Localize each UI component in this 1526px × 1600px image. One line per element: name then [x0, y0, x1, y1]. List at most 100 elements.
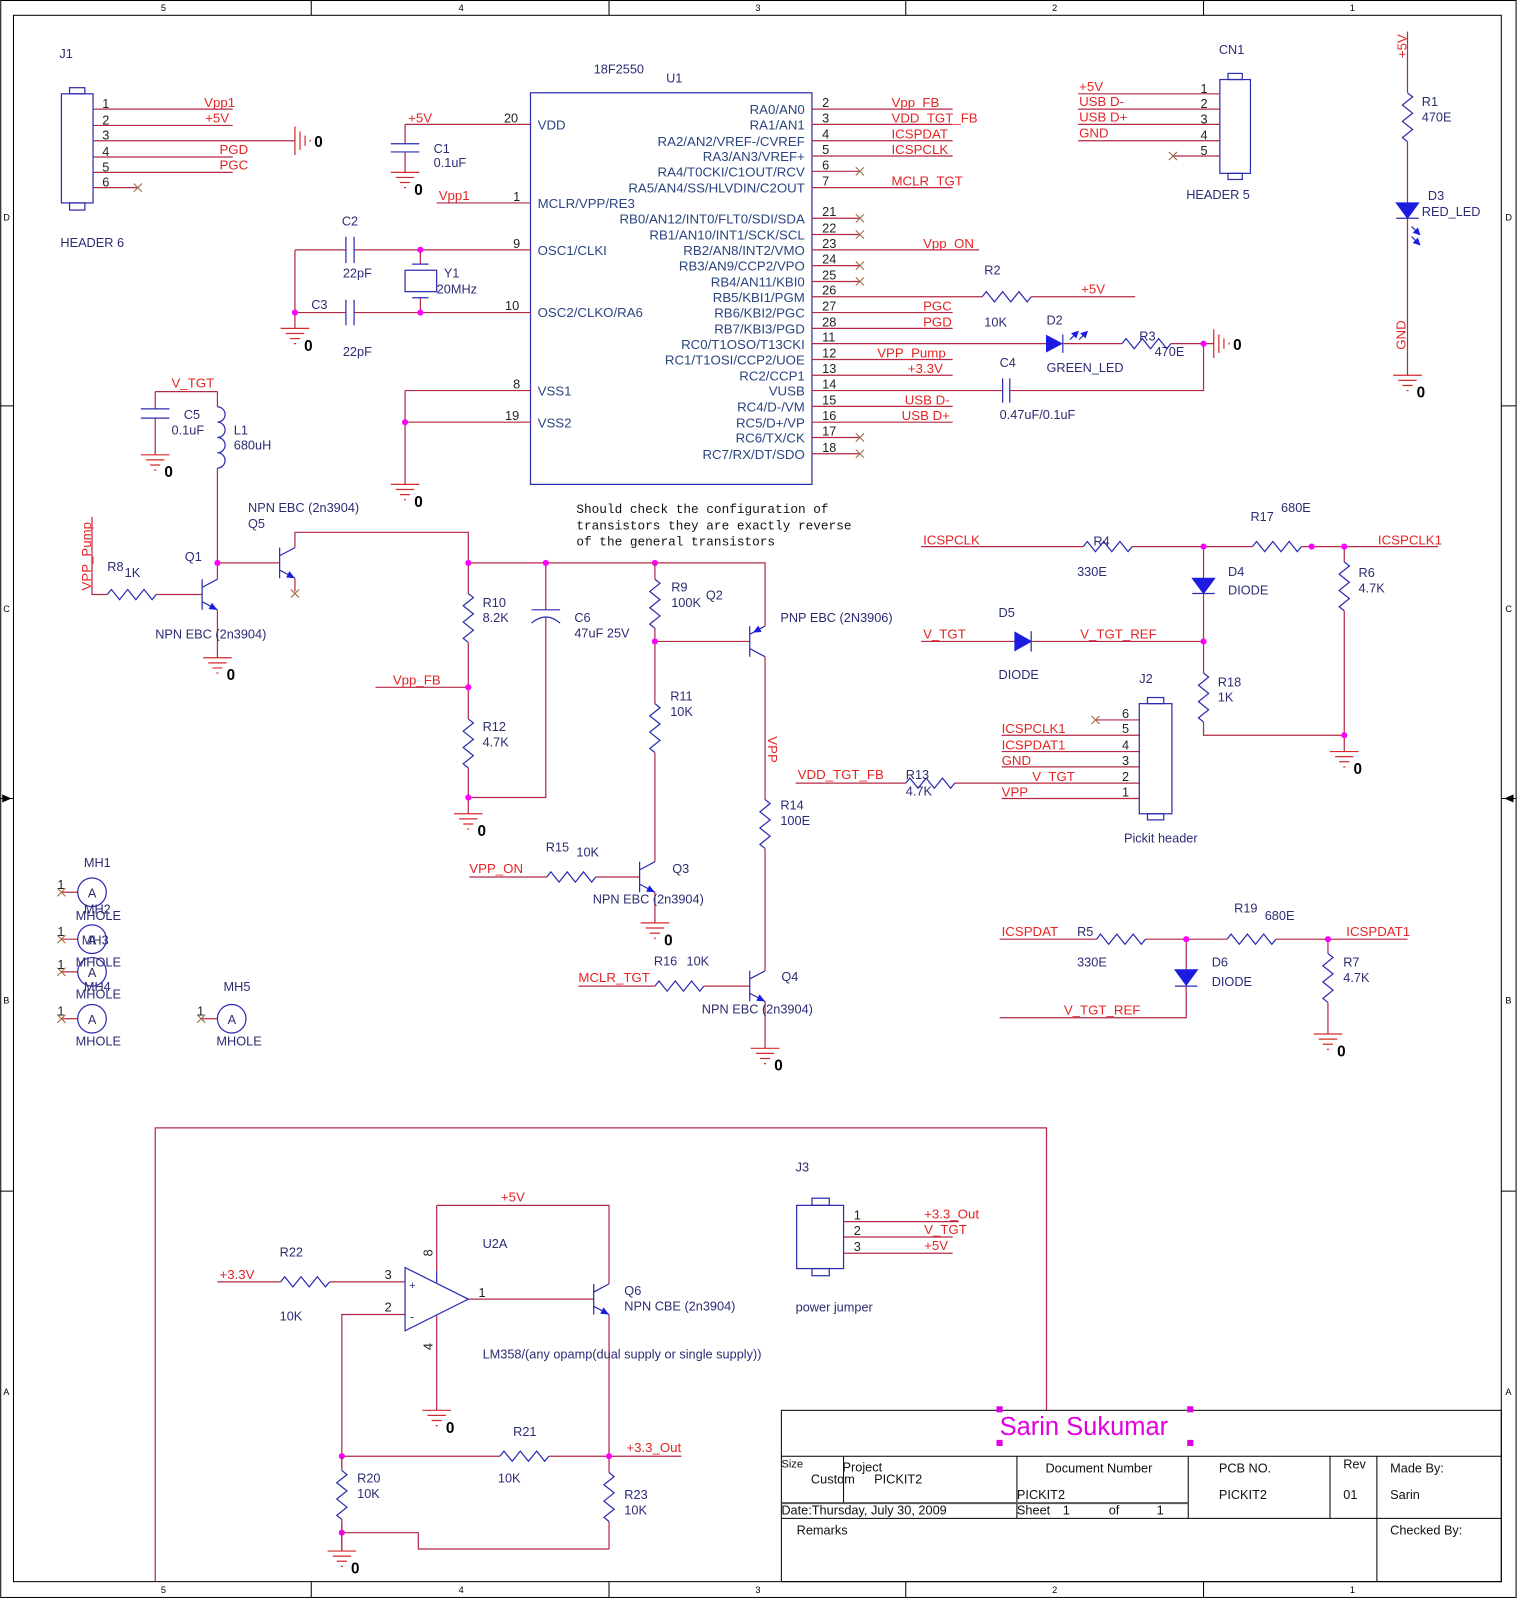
d5-value: DIODE [999, 667, 1039, 682]
ground-label: 0 [227, 667, 236, 684]
pin-number: 3 [102, 128, 109, 143]
d2-ref: D2 [1046, 312, 1062, 327]
c1-capacitor [390, 143, 420, 153]
zone-col-label: 4 [459, 1585, 464, 1595]
net-label: +5V [501, 1189, 525, 1204]
pin-number: 22 [822, 221, 836, 236]
c4-ref: C4 [1000, 355, 1016, 370]
transistor-npn-icon [201, 578, 219, 611]
mounting-hole-icon [77, 956, 107, 987]
selection-handle[interactable] [996, 1406, 1003, 1413]
junction-dot [1200, 638, 1207, 645]
d6-ref: D6 [1212, 955, 1228, 970]
pin-name: OSC1/CLKI [538, 243, 607, 258]
document-number-value: PICKIT2 [1017, 1487, 1065, 1502]
resistor-icon [1338, 561, 1350, 612]
vpp-feedback-divider: R10 8.2K R12 4.7K Vpp_FB 0 C6 47uF 25V [375, 559, 766, 840]
q6-value: NPN CBE (2n3904) [624, 1298, 735, 1313]
selection-handle[interactable] [1187, 1439, 1194, 1447]
icspclk-protection: ICSPCLK R4 330E R17 680E ICSPCLK1 D4 DIO… [921, 500, 1442, 778]
selection-handle[interactable] [996, 1439, 1003, 1447]
pin-number: 4 [822, 127, 829, 142]
r16-value: 10K [687, 954, 710, 969]
pin-number: 3 [385, 1267, 392, 1282]
resistor-icon [981, 291, 1032, 303]
pin-number: 12 [822, 345, 836, 360]
zone-row-label: C [3, 604, 10, 614]
pin-number: 13 [822, 361, 836, 376]
junction-dot [417, 309, 424, 316]
junction-dot [605, 1453, 613, 1460]
junction-dot [651, 638, 658, 645]
j3-value: power jumper [796, 1299, 874, 1314]
section-border [154, 1127, 1048, 1582]
d3-ref: D3 [1428, 188, 1444, 203]
pin-number: 21 [822, 204, 836, 219]
pin-number: 24 [822, 252, 836, 267]
pin-number: 1 [1200, 81, 1207, 96]
d3-value: RED_LED [1422, 204, 1481, 219]
net-label: +3.3V [908, 361, 943, 376]
r11-ref: R11 [670, 689, 692, 704]
note-line: Should check the configuration of [576, 502, 828, 517]
mh5-mark: A [228, 1012, 237, 1027]
pin-name: VSS2 [538, 415, 572, 430]
wire [61, 891, 218, 1020]
remarks-label: Remarks [797, 1523, 848, 1538]
u1-body [529, 92, 813, 485]
vpp-pump-switch: VPP_Pump R8 1K Q1 NPN EBC (2n3904) 0 NPN… [79, 500, 469, 684]
sheet-total: 1 [1157, 1502, 1164, 1517]
mh1-value: MHOLE [76, 908, 121, 923]
q1-value: NPN EBC (2n3904) [155, 626, 266, 641]
pin-number: 5 [1122, 721, 1129, 736]
center-mark-right-icon [1504, 794, 1514, 803]
net-label: ICSPCLK1 [1002, 721, 1066, 736]
pin-name: RC7/RX/DT/SDO [702, 447, 804, 462]
selection-handle[interactable] [1187, 1406, 1194, 1413]
zone-col-label: 3 [755, 1585, 760, 1595]
net-label: +3.3_Out [626, 1440, 681, 1455]
zone-col-label: 4 [459, 3, 464, 13]
net-label: PGC [219, 157, 248, 172]
pin-number: 4 [102, 144, 109, 159]
pin-name: RB3/AN9/CCP2/VPO [679, 259, 805, 274]
pin-number: 6 [1122, 706, 1129, 721]
made-by-label: Made By: [1390, 1461, 1444, 1476]
pin-name: RB6/KBI2/PGC [714, 306, 805, 321]
c4-capacitor [1002, 378, 1011, 403]
ground-icon [1213, 328, 1230, 359]
r23-value: 10K [624, 1502, 647, 1517]
net-label: ICSPCLK [891, 142, 948, 157]
d6-value: DIODE [1212, 974, 1252, 989]
pin-number: 3 [1122, 753, 1129, 768]
c4-value: 0.47uF/0.1uF [1000, 407, 1076, 422]
r1-ref: R1 [1422, 94, 1438, 109]
ground-label: 0 [774, 1058, 783, 1075]
q4-value: NPN EBC (2n3904) [702, 1002, 813, 1017]
pin-number: 7 [822, 174, 829, 189]
r4-value: 330E [1077, 564, 1107, 579]
q4-ref: Q4 [781, 969, 798, 984]
net-label: +5V [205, 110, 229, 125]
pin-number: 1 [57, 877, 64, 892]
mh3-value: MHOLE [76, 986, 121, 1001]
j1-body [60, 93, 94, 204]
project-label: Project [843, 1460, 883, 1475]
y1-crystal [404, 269, 438, 293]
j3-tab [811, 1267, 830, 1277]
pin-number: 6 [102, 175, 109, 190]
designer-banner[interactable]: Sarin Sukumar [1000, 1413, 1169, 1441]
pin-number: 2 [854, 1223, 861, 1238]
r14-ref: R14 [780, 798, 803, 813]
pcb-no-label: PCB NO. [1219, 1461, 1271, 1476]
mh4-mark: A [88, 1012, 97, 1027]
ground-icon [294, 125, 311, 156]
pin-name: RB4/AN11/KBI0 [711, 275, 805, 290]
pin-number: 1 [1122, 784, 1129, 799]
pin-number: 9 [513, 236, 520, 251]
pin-number: 5 [102, 159, 109, 174]
r12-ref: R12 [483, 719, 506, 734]
c1-decoupling: +5V C1 0.1uF 0 Vpp1 [390, 110, 531, 204]
wire [217, 1204, 682, 1552]
boost-inductor-l1: V_TGT 0 C5 0.1uF L1 680uH [140, 376, 271, 563]
